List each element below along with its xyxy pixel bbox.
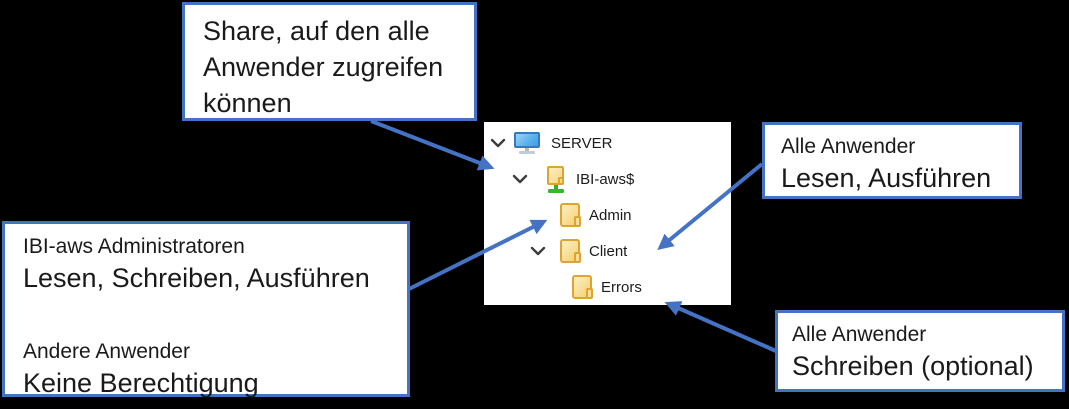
audience-label: Alle Anwender [781,135,916,158]
folder-icon [560,239,581,263]
computer-icon [514,132,542,154]
permission-label: Lesen, Schreiben, Ausführen [23,263,370,293]
tree-item-errors[interactable]: Errors [484,269,731,305]
tree-item-server[interactable]: SERVER [484,125,731,161]
tree-item-client[interactable]: Client [484,233,731,269]
callout-share-line: Anwender zugreifen [203,52,444,82]
shared-folder-icon [545,165,567,193]
callout-share-line: können [203,88,292,118]
chevron-down-icon[interactable] [490,136,506,150]
permission-label: Keine Berechtigung [23,368,259,398]
arrow-share-to-ibi-aws [370,119,495,171]
callout-share-line: Share, auf den alle [203,16,430,46]
folder-icon [560,203,581,227]
chevron-down-icon[interactable] [512,172,528,186]
callout-share: Share, auf den alle Anwender zugreifen k… [182,2,477,121]
audience-label: Alle Anwender [792,323,927,346]
tree-item-label[interactable]: Client [589,242,628,260]
arrow-errors-perms-to-errors-folder [664,301,777,353]
folder-icon [572,275,593,299]
tree-item-label[interactable]: Errors [601,278,642,296]
spacer [23,296,407,338]
chevron-down-icon[interactable] [530,244,546,258]
audience-label: Andere Anwender [23,340,190,363]
folder-tree-panel: SERVER IBI-aws$ Admin Client [484,122,731,305]
permission-label: Lesen, Ausführen [781,163,992,193]
callout-errors-permissions: Alle Anwender Schreiben (optional) [775,310,1065,392]
callout-client-permissions: Alle Anwender Lesen, Ausführen [762,122,1022,199]
tree-item-ibi-aws-share[interactable]: IBI-aws$ [484,161,731,197]
permission-label: Schreiben (optional) [792,351,1034,381]
audience-label: IBI-aws Administratoren [23,235,245,258]
tree-item-label[interactable]: Admin [589,206,632,224]
tree-item-admin[interactable]: Admin [484,197,731,233]
callout-admin-permissions: IBI-aws Administratoren Lesen, Schreiben… [2,221,410,398]
tree-item-label[interactable]: SERVER [551,134,613,152]
tree-item-label[interactable]: IBI-aws$ [576,170,635,188]
